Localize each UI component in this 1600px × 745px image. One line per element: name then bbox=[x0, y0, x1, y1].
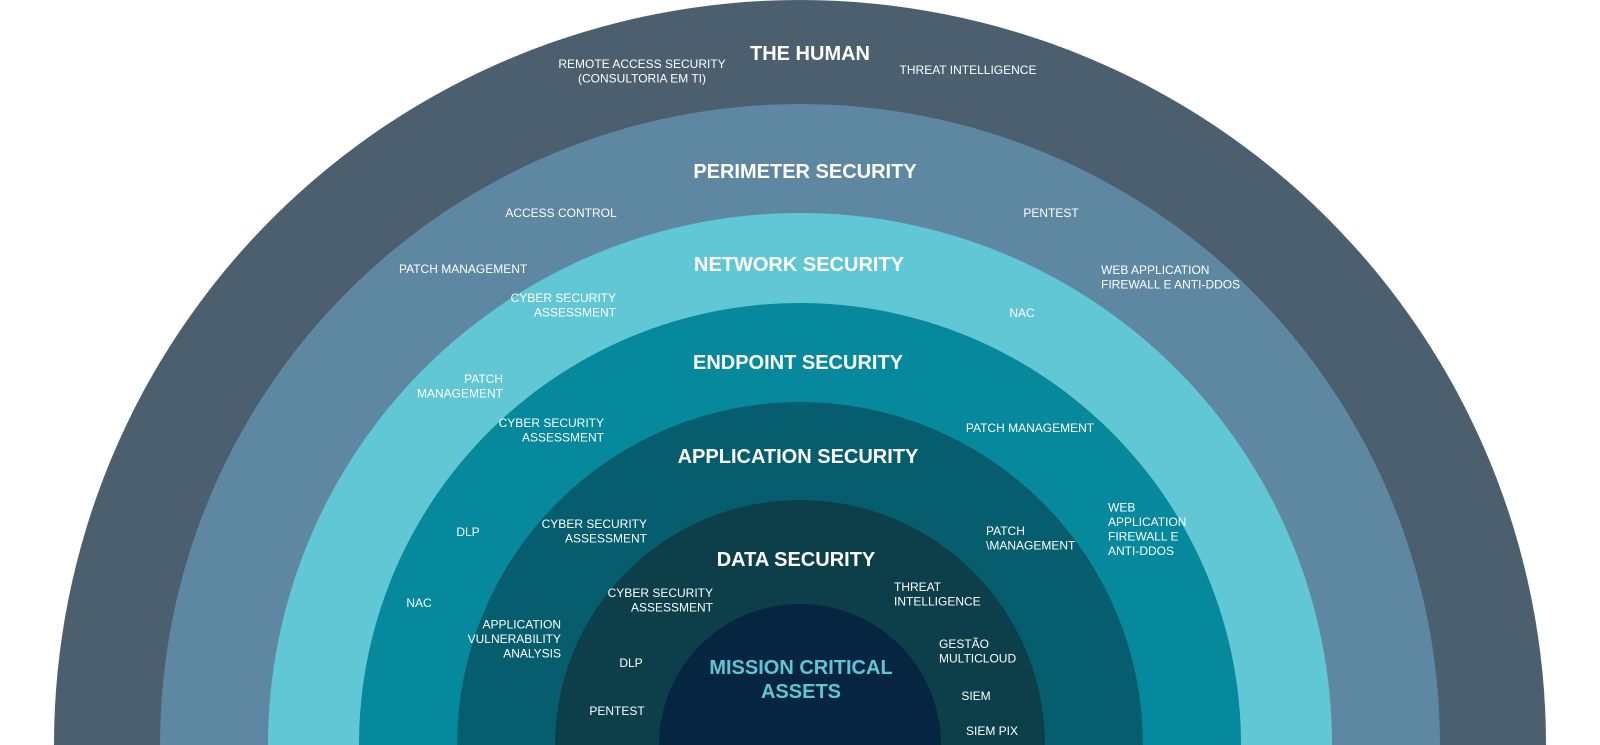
layer-title-endpoint-line: ENDPOINT SECURITY bbox=[693, 352, 904, 374]
item-human-0-line: (CONSULTORIA EM TI) bbox=[578, 71, 706, 85]
layer-titles-group: THE HUMAN PERIMETER SECURITY NETWORK SECUR… bbox=[678, 43, 919, 703]
layer-title-core-line: MISSION CRITICAL bbox=[709, 657, 892, 679]
layer-title-core-line: ASSETS bbox=[761, 681, 841, 703]
item-endpoint-0-line: CYBER SECURITY bbox=[499, 416, 604, 430]
rings-group bbox=[54, 0, 1546, 745]
item-data-5-line: SIEM bbox=[961, 689, 990, 703]
layer-title-perimeter: PERIMETER SECURITY bbox=[693, 161, 917, 183]
ring-core bbox=[659, 604, 941, 745]
item-endpoint-3-line: ANTI-DDOS bbox=[1108, 544, 1174, 558]
item-endpoint-3-line: FIREWALL E bbox=[1108, 529, 1178, 543]
item-data-4-line: PENTEST bbox=[589, 704, 645, 718]
layer-title-network: NETWORK SECURITY bbox=[694, 254, 905, 276]
item-endpoint-1: PATCH MANAGEMENT bbox=[966, 421, 1095, 435]
item-endpoint-4-line: NAC bbox=[406, 596, 432, 610]
item-data-2-line: DLP bbox=[619, 656, 642, 670]
item-application-1: PATCH\MANAGEMENT bbox=[986, 524, 1076, 553]
item-perimeter-3-line: WEB APPLICATION bbox=[1101, 263, 1209, 277]
item-perimeter-1-line: PENTEST bbox=[1023, 206, 1079, 220]
item-data-5: SIEM bbox=[961, 689, 990, 703]
item-endpoint-3-line: WEB bbox=[1108, 500, 1135, 514]
item-perimeter-0: ACCESS CONTROL bbox=[505, 206, 617, 220]
item-application-0-line: CYBER SECURITY bbox=[542, 517, 647, 531]
item-data-4: PENTEST bbox=[589, 704, 645, 718]
item-data-1-line: THREAT bbox=[894, 580, 942, 594]
item-endpoint-2: DLP bbox=[456, 525, 479, 539]
item-endpoint-3-line: APPLICATION bbox=[1108, 515, 1186, 529]
item-application-2-line: ANALYSIS bbox=[503, 647, 561, 661]
item-application-1-line: \MANAGEMENT bbox=[986, 538, 1076, 552]
item-human-0-line: REMOTE ACCESS SECURITY bbox=[558, 57, 725, 71]
item-data-0-line: ASSESSMENT bbox=[631, 600, 714, 614]
item-application-0-line: ASSESSMENT bbox=[565, 531, 648, 545]
item-data-6: SIEM PIX bbox=[966, 724, 1018, 738]
layer-title-application: APPLICATION SECURITY bbox=[678, 446, 919, 468]
item-perimeter-1: PENTEST bbox=[1023, 206, 1079, 220]
layer-title-endpoint: ENDPOINT SECURITY bbox=[693, 352, 904, 374]
item-endpoint-4: NAC bbox=[406, 596, 432, 610]
item-perimeter-2-line: PATCH MANAGEMENT bbox=[399, 262, 528, 276]
item-data-2: DLP bbox=[619, 656, 642, 670]
item-perimeter-0-line: ACCESS CONTROL bbox=[505, 206, 617, 220]
item-network-2-line: PATCH bbox=[464, 372, 503, 386]
item-human-0: REMOTE ACCESS SECURITY(CONSULTORIA EM TI… bbox=[558, 57, 725, 86]
item-perimeter-3-line: FIREWALL E ANTI-DDOS bbox=[1101, 277, 1240, 291]
item-application-1-line: PATCH bbox=[986, 524, 1025, 538]
layer-items-group: REMOTE ACCESS SECURITY(CONSULTORIA EM TI… bbox=[399, 57, 1240, 738]
layer-title-human: THE HUMAN bbox=[750, 43, 870, 65]
item-data-0-line: CYBER SECURITY bbox=[608, 586, 713, 600]
layer-title-human-line: THE HUMAN bbox=[750, 43, 870, 65]
item-perimeter-2: PATCH MANAGEMENT bbox=[399, 262, 528, 276]
item-human-1-line: THREAT INTELLIGENCE bbox=[900, 63, 1037, 77]
item-application-2-line: APPLICATION bbox=[483, 618, 561, 632]
item-data-3-line: MULTICLOUD bbox=[939, 651, 1016, 665]
item-network-2-line: MANAGEMENT bbox=[417, 386, 504, 400]
item-network-0-line: CYBER SECURITY bbox=[511, 291, 616, 305]
item-network-1: NAC bbox=[1009, 306, 1035, 320]
item-network-0-line: ASSESSMENT bbox=[534, 305, 617, 319]
item-application-2-line: VULNERABILITY bbox=[468, 632, 561, 646]
item-data-3-line: GESTÃO bbox=[939, 637, 989, 651]
item-human-1: THREAT INTELLIGENCE bbox=[900, 63, 1037, 77]
item-endpoint-1-line: PATCH MANAGEMENT bbox=[966, 421, 1095, 435]
layer-title-network-line: NETWORK SECURITY bbox=[694, 254, 905, 276]
item-endpoint-2-line: DLP bbox=[456, 525, 479, 539]
layer-title-data-line: DATA SECURITY bbox=[717, 549, 876, 571]
layer-title-perimeter-line: PERIMETER SECURITY bbox=[693, 161, 917, 183]
item-endpoint-0-line: ASSESSMENT bbox=[522, 430, 605, 444]
item-network-1-line: NAC bbox=[1009, 306, 1035, 320]
layer-title-application-line: APPLICATION SECURITY bbox=[678, 446, 919, 468]
layer-title-data: DATA SECURITY bbox=[717, 549, 876, 571]
item-data-6-line: SIEM PIX bbox=[966, 724, 1018, 738]
item-data-1-line: INTELLIGENCE bbox=[894, 594, 981, 608]
